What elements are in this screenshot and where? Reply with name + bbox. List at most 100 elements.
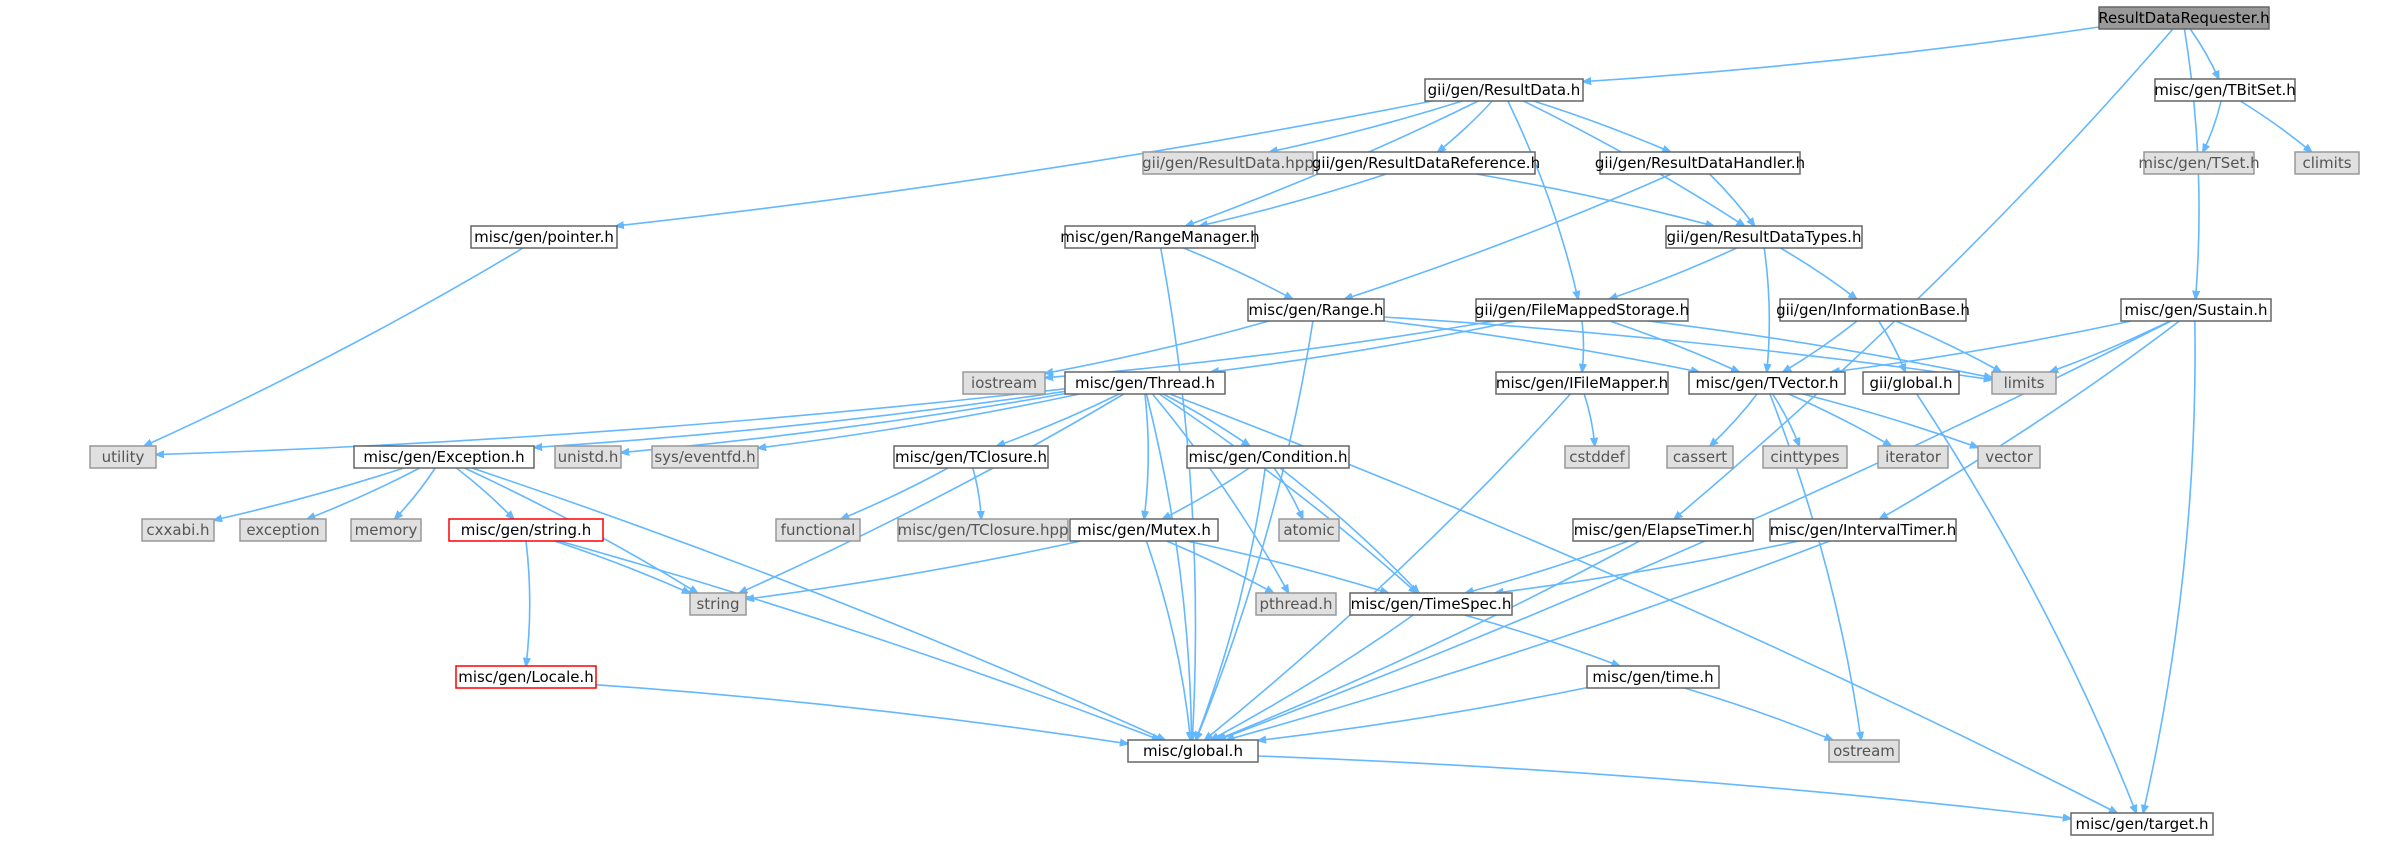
node-label: climits (2302, 154, 2351, 172)
node-label: iterator (1885, 448, 1942, 466)
node-label: sys/eventfd.h (654, 448, 755, 466)
edge-range_h-to-misc_global_h (1196, 320, 1314, 740)
node-memory: memory (350, 518, 422, 542)
node-gii_resultdata_h[interactable]: gii/gen/ResultData.h (1424, 78, 1584, 102)
edge-resultdatareference_h-to-resultdatatypes_h (1476, 173, 1714, 226)
edge-thread_h-to-condition_h (1162, 393, 1249, 446)
edge-pointer_h-to-utility (144, 247, 524, 446)
node-tbitset_h[interactable]: misc/gen/TBitSet.h (2154, 78, 2296, 102)
edge-tvector_h-to-vector (1802, 393, 1978, 448)
node-box (1142, 151, 1314, 175)
node-box (1278, 518, 1340, 542)
node-label: misc/gen/TBitSet.h (2154, 81, 2296, 99)
edge-sustain_h-to-tvector_h (1832, 320, 2132, 372)
node-box (775, 518, 861, 542)
node-box (1665, 225, 1863, 249)
edge-exception_h-to-string_h (455, 467, 513, 519)
edge-tvector_h-to-cassert (1710, 393, 1758, 446)
node-label: exception (246, 521, 319, 539)
edge-resultdatareference_h-to-rangemanager_h (1200, 173, 1387, 226)
node-cassert: cassert (1666, 445, 1734, 469)
edge-filemappedstorage_h-to-ifilemapper_h (1582, 320, 1584, 372)
edge-string_h-to-string (554, 540, 690, 593)
node-label: misc/gen/TVector.h (1695, 374, 1838, 392)
edge-range_h-to-iostream (1045, 320, 1270, 373)
node-rangemanager_h[interactable]: misc/gen/RangeManager.h (1060, 225, 1260, 249)
node-box (1475, 298, 1689, 322)
node-box (1064, 225, 1256, 249)
node-box (1572, 518, 1754, 542)
node-iostream: iostream (962, 371, 1046, 395)
node-target_h[interactable]: misc/gen/target.h (2070, 812, 2214, 836)
node-label: iostream (971, 374, 1037, 392)
node-resultdatatypes_h[interactable]: gii/gen/ResultDataTypes.h (1665, 225, 1863, 249)
node-box (448, 518, 604, 542)
node-box (2294, 151, 2360, 175)
node-layer: ResultDataRequester.h gii/gen/ResultData.… (89, 6, 2360, 836)
edge-resultdatatypes_h-to-informationbase_h (1780, 247, 1856, 299)
node-box (1069, 518, 1219, 542)
node-condition_h[interactable]: misc/gen/Condition.h (1186, 445, 1350, 469)
node-exception_h[interactable]: misc/gen/Exception.h (353, 445, 535, 469)
node-label: gii/gen/FileMappedStorage.h (1475, 301, 1689, 319)
node-filemappedstorage_h[interactable]: gii/gen/FileMappedStorage.h (1475, 298, 1689, 322)
node-mutex_h[interactable]: misc/gen/Mutex.h (1069, 518, 1219, 542)
node-box (89, 445, 157, 469)
edge-locale_h-to-misc_global_h (595, 683, 1128, 744)
node-label: misc/gen/string.h (461, 521, 592, 539)
node-box (1424, 78, 1584, 102)
edge-rangemanager_h-to-range_h (1183, 247, 1293, 299)
node-box (1991, 371, 2057, 395)
node-box (350, 518, 422, 542)
edge-intervaltimer_h-to-misc_global_h (1226, 540, 1830, 740)
edge-thread_h-to-sys_eventfd_h (758, 393, 1080, 448)
node-label: memory (355, 521, 418, 539)
edge-root-to-elapsetimer_h (1674, 28, 2174, 519)
node-ifilemapper_h[interactable]: misc/gen/IFileMapper.h (1495, 371, 1669, 395)
node-label: gii/global.h (1870, 374, 1953, 392)
node-iterator: iterator (1877, 445, 1949, 469)
node-box (1255, 592, 1337, 616)
node-cinttypes: cinttypes (1762, 445, 1848, 469)
node-sustain_h[interactable]: misc/gen/Sustain.h (2120, 298, 2272, 322)
node-label: atomic (1283, 521, 1334, 539)
edge-mutex_h-to-string (746, 540, 1081, 599)
edge-tclosure_h-to-functional (841, 467, 949, 519)
edge-timespec_h-to-misc_global_h (1211, 614, 1414, 740)
node-label: misc/gen/Exception.h (363, 448, 524, 466)
node-tclosure_h[interactable]: misc/gen/TClosure.h (893, 445, 1049, 469)
node-thread_h[interactable]: misc/gen/Thread.h (1064, 371, 1226, 395)
edge-tbitset_h-to-climits (2239, 100, 2311, 152)
node-string: string (689, 592, 747, 616)
node-string_h[interactable]: misc/gen/string.h (448, 518, 604, 542)
node-label: vector (1985, 448, 2033, 466)
node-box (1316, 151, 1536, 175)
node-locale_h[interactable]: misc/gen/Locale.h (455, 665, 597, 689)
node-misc_global_h[interactable]: misc/global.h (1127, 739, 1259, 763)
node-box (893, 445, 1049, 469)
node-label: misc/gen/Condition.h (1188, 448, 1347, 466)
node-box (1877, 445, 1949, 469)
node-range_h[interactable]: misc/gen/Range.h (1247, 298, 1385, 322)
node-time_h[interactable]: misc/gen/time.h (1586, 665, 1720, 689)
node-tvector_h[interactable]: misc/gen/TVector.h (1688, 371, 1846, 395)
node-root[interactable]: ResultDataRequester.h (2098, 6, 2270, 30)
edge-thread_h-to-utility (156, 387, 1066, 455)
node-intervaltimer_h[interactable]: misc/gen/IntervalTimer.h (1769, 518, 1957, 542)
node-resultdatahandler_h[interactable]: gii/gen/ResultDataHandler.h (1595, 151, 1805, 175)
edge-informationbase_h-to-limits (1895, 320, 2001, 372)
node-resultdatareference_h[interactable]: gii/gen/ResultDataReference.h (1312, 151, 1540, 175)
node-label: misc/gen/Locale.h (458, 668, 594, 686)
edge-resultdatatypes_h-to-filemappedstorage_h (1609, 247, 1737, 299)
node-pointer_h[interactable]: misc/gen/pointer.h (470, 225, 618, 249)
edge-time_h-to-ostream (1684, 687, 1832, 740)
node-elapsetimer_h[interactable]: misc/gen/ElapseTimer.h (1572, 518, 1754, 542)
node-tset_h: misc/gen/TSet.h (2138, 151, 2260, 175)
node-label: misc/gen/Range.h (1248, 301, 1383, 319)
node-informationbase_h[interactable]: gii/gen/InformationBase.h (1776, 298, 1970, 322)
node-box (1862, 371, 1960, 395)
node-gii_global_h[interactable]: gii/global.h (1862, 371, 1960, 395)
node-label: cassert (1673, 448, 1727, 466)
node-timespec_h[interactable]: misc/gen/TimeSpec.h (1349, 592, 1513, 616)
